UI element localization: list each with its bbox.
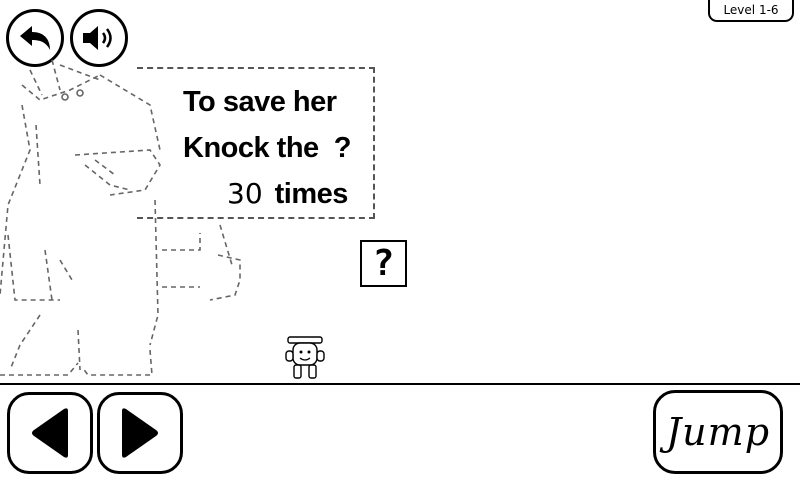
- player-character: [285, 336, 325, 379]
- sign-line-2: Knock the ?: [183, 132, 352, 164]
- mystery-block-label: ?: [372, 243, 395, 284]
- jump-label: Jump: [665, 410, 771, 454]
- hint-sign: To save her Knock the ? 30 times: [137, 67, 375, 219]
- guard-character: [0, 59, 241, 376]
- jump-button[interactable]: Jump: [653, 390, 783, 474]
- left-arrow-icon: [32, 408, 68, 458]
- back-button[interactable]: [6, 9, 64, 67]
- right-arrow-icon: [122, 408, 158, 458]
- move-right-button[interactable]: [97, 392, 183, 474]
- sound-button[interactable]: [70, 9, 128, 67]
- knock-count: 30: [227, 177, 263, 210]
- times-label: times: [274, 178, 349, 210]
- sign-line-1: To save her: [183, 86, 337, 118]
- back-arrow-icon: [20, 26, 50, 50]
- ground-line: [0, 383, 800, 385]
- move-left-button[interactable]: [7, 392, 93, 474]
- speaker-icon: [83, 26, 112, 50]
- mystery-block[interactable]: ?: [360, 240, 407, 287]
- level-indicator: Level 1-6: [708, 0, 794, 22]
